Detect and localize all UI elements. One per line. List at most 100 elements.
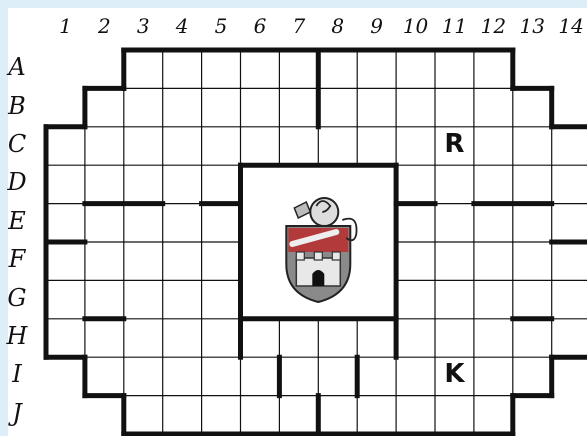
board-cell-B6[interactable] [241, 88, 280, 126]
board-cell-F11[interactable] [435, 242, 474, 280]
board-cell-I6[interactable] [241, 357, 280, 395]
board-cell-C4[interactable] [163, 127, 202, 165]
board-cell-H12[interactable] [474, 319, 513, 357]
board-cell-D13[interactable] [513, 165, 552, 203]
board-cell-A4[interactable] [163, 50, 202, 88]
board-cell-B5[interactable] [202, 88, 241, 126]
board-cell-G14[interactable] [552, 280, 587, 318]
board-cell-I13[interactable] [513, 357, 552, 395]
board-cell-H10[interactable] [396, 319, 435, 357]
board-cell-D5[interactable] [202, 165, 241, 203]
board-cell-I3[interactable] [124, 357, 163, 395]
board-cell-J5[interactable] [202, 396, 241, 434]
board-cell-H11[interactable] [435, 319, 474, 357]
board-cell-C3[interactable] [124, 127, 163, 165]
board-cell-D10[interactable] [396, 165, 435, 203]
board-cell-J3[interactable] [124, 396, 163, 434]
board-cell-C10[interactable] [396, 127, 435, 165]
board-cell-I10[interactable] [396, 357, 435, 395]
board-cell-G12[interactable] [474, 280, 513, 318]
board-cell-D2[interactable] [85, 165, 124, 203]
board-cell-C13[interactable] [513, 127, 552, 165]
board-cell-A3[interactable] [124, 50, 163, 88]
board-cell-F3[interactable] [124, 242, 163, 280]
board-cell-B4[interactable] [163, 88, 202, 126]
board-cell-F13[interactable] [513, 242, 552, 280]
board-cell-F12[interactable] [474, 242, 513, 280]
board-cell-G3[interactable] [124, 280, 163, 318]
board-cell-A11[interactable] [435, 50, 474, 88]
board-cell-J10[interactable] [396, 396, 435, 434]
board-cell-I4[interactable] [163, 357, 202, 395]
board-cell-C5[interactable] [202, 127, 241, 165]
board-cell-F5[interactable] [202, 242, 241, 280]
board-cell-E14[interactable] [552, 204, 587, 242]
board-cell-C12[interactable] [474, 127, 513, 165]
board-cell-H14[interactable] [552, 319, 587, 357]
board-cell-I8[interactable] [318, 357, 357, 395]
board-cell-E3[interactable] [124, 204, 163, 242]
board-cell-H3[interactable] [124, 319, 163, 357]
board-cell-I12[interactable] [474, 357, 513, 395]
board-cell-F1[interactable] [46, 242, 85, 280]
board-cell-A7[interactable] [279, 50, 318, 88]
board-cell-G5[interactable] [202, 280, 241, 318]
board-cell-D14[interactable] [552, 165, 587, 203]
board-cell-E4[interactable] [163, 204, 202, 242]
board-cell-D3[interactable] [124, 165, 163, 203]
board-cell-D12[interactable] [474, 165, 513, 203]
board-cell-A9[interactable] [357, 50, 396, 88]
board-cell-B11[interactable] [435, 88, 474, 126]
board-cell-E1[interactable] [46, 204, 85, 242]
board-cell-H7[interactable] [279, 319, 318, 357]
board-cell-E11[interactable] [435, 204, 474, 242]
board-cell-B9[interactable] [357, 88, 396, 126]
board-cell-F4[interactable] [163, 242, 202, 280]
board-cell-H6[interactable] [241, 319, 280, 357]
board-cell-C14[interactable] [552, 127, 587, 165]
board-cell-C8[interactable] [318, 127, 357, 165]
board-cell-H1[interactable] [46, 319, 85, 357]
board-cell-B13[interactable] [513, 88, 552, 126]
board-cell-E5[interactable] [202, 204, 241, 242]
board-cell-J8[interactable] [318, 396, 357, 434]
board-cell-C6[interactable] [241, 127, 280, 165]
board-cell-H9[interactable] [357, 319, 396, 357]
board-cell-I7[interactable] [279, 357, 318, 395]
board-cell-G1[interactable] [46, 280, 85, 318]
board-cell-G11[interactable] [435, 280, 474, 318]
board-cell-I2[interactable] [85, 357, 124, 395]
board-cell-H13[interactable] [513, 319, 552, 357]
board-cell-B10[interactable] [396, 88, 435, 126]
board-cell-J6[interactable] [241, 396, 280, 434]
board-cell-A10[interactable] [396, 50, 435, 88]
board-cell-I9[interactable] [357, 357, 396, 395]
board-cell-E12[interactable] [474, 204, 513, 242]
board-cell-C1[interactable] [46, 127, 85, 165]
board-cell-G4[interactable] [163, 280, 202, 318]
board-cell-A6[interactable] [241, 50, 280, 88]
board-cell-H8[interactable] [318, 319, 357, 357]
board-cell-B8[interactable] [318, 88, 357, 126]
board-cell-J12[interactable] [474, 396, 513, 434]
board-cell-G10[interactable] [396, 280, 435, 318]
board-cell-H5[interactable] [202, 319, 241, 357]
board-cell-J9[interactable] [357, 396, 396, 434]
board-cell-A12[interactable] [474, 50, 513, 88]
board-cell-D1[interactable] [46, 165, 85, 203]
board-cell-J11[interactable] [435, 396, 474, 434]
board-cell-C2[interactable] [85, 127, 124, 165]
board-cell-G13[interactable] [513, 280, 552, 318]
board-cell-I5[interactable] [202, 357, 241, 395]
board-cell-B3[interactable] [124, 88, 163, 126]
board-cell-A5[interactable] [202, 50, 241, 88]
board-cell-D11[interactable] [435, 165, 474, 203]
board-cell-F2[interactable] [85, 242, 124, 280]
board-cell-E10[interactable] [396, 204, 435, 242]
board-cell-A8[interactable] [318, 50, 357, 88]
board-cell-J7[interactable] [279, 396, 318, 434]
board-cell-D4[interactable] [163, 165, 202, 203]
board-cell-B12[interactable] [474, 88, 513, 126]
board-cell-H4[interactable] [163, 319, 202, 357]
board-cell-F10[interactable] [396, 242, 435, 280]
